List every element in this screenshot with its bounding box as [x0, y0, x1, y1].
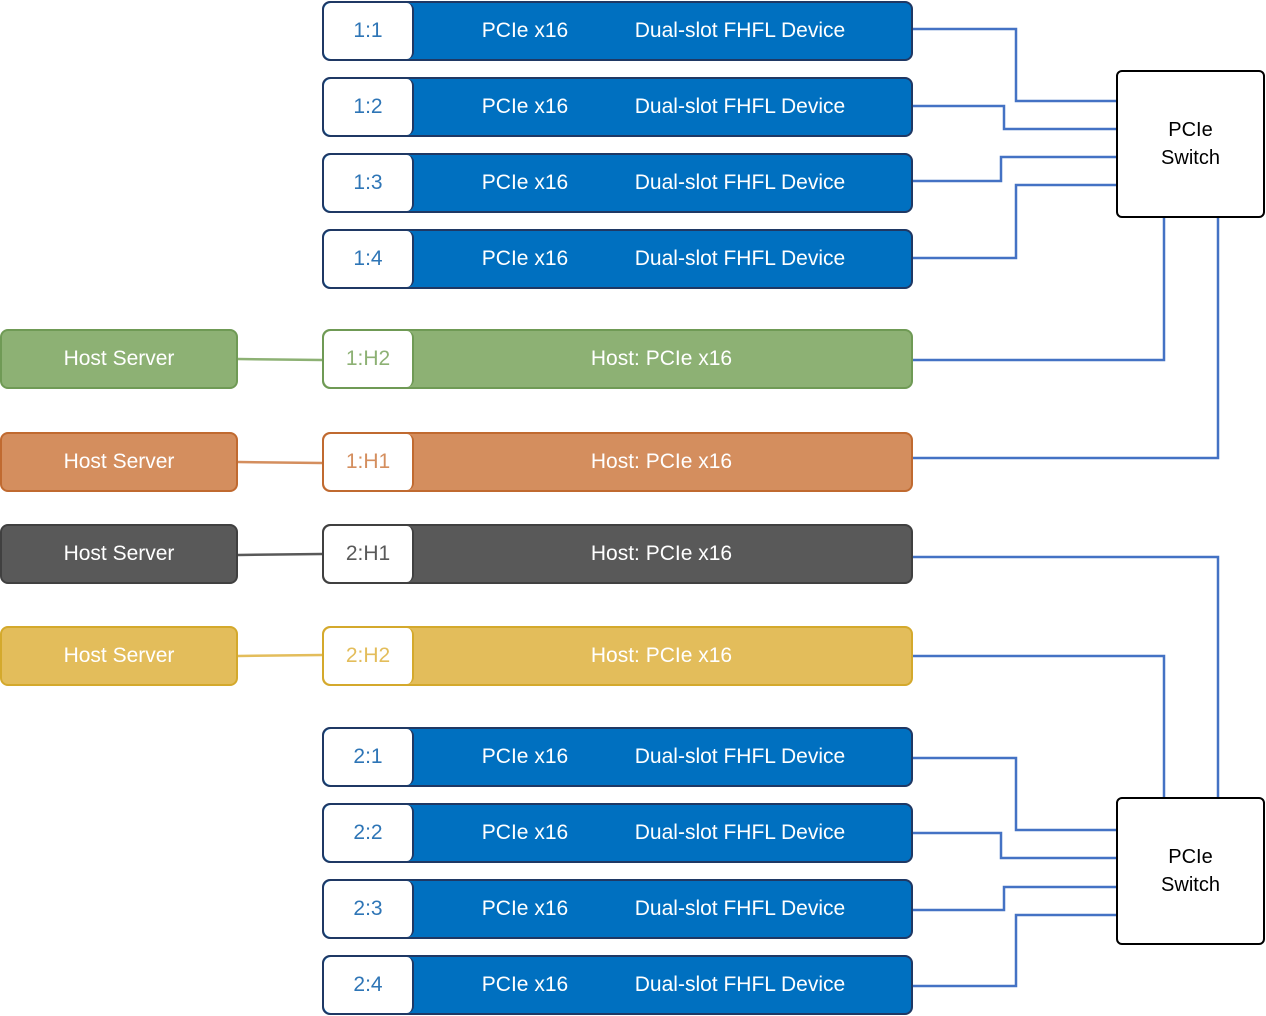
slot-id: 2:H2 — [324, 628, 414, 684]
device-label: Dual-slot FHFL Device — [634, 745, 846, 768]
device-label: Dual-slot FHFL Device — [634, 19, 846, 42]
wire-2-h2 — [913, 654, 1166, 797]
slot-id: 2:4 — [324, 957, 414, 1013]
wire-2-4 — [913, 913, 1116, 988]
wire-2-3 — [913, 885, 1116, 912]
host-link-label: Host: PCIe x16 — [590, 542, 733, 565]
wire-1-1 — [913, 27, 1116, 103]
device-label: Dual-slot FHFL Device — [634, 897, 846, 920]
device-label: Dual-slot FHFL Device — [634, 171, 846, 194]
wire-1-2 — [913, 104, 1116, 131]
slot-id: 1:4 — [324, 231, 414, 287]
device-label: Dual-slot FHFL Device — [634, 95, 846, 118]
bus-label: PCIe x16 — [481, 171, 569, 194]
host-link-label: Host: PCIe x16 — [590, 644, 733, 667]
pcie-switch-1: PCIe Switch — [1116, 70, 1265, 218]
slot-id: 1:H1 — [324, 434, 414, 490]
host-slot-2-h2: 2:H2 Host: PCIe x16 — [322, 626, 913, 686]
slot-id: 1:2 — [324, 79, 414, 135]
bus-label: PCIe x16 — [481, 95, 569, 118]
slot-id: 1:3 — [324, 155, 414, 211]
switch-label-line2: Switch — [1161, 874, 1220, 896]
device-label: Dual-slot FHFL Device — [634, 973, 846, 996]
device-label: Dual-slot FHFL Device — [634, 247, 846, 270]
slot-id: 1:1 — [324, 3, 414, 59]
device-slot-1-3: 1:3 PCIe x16 Dual-slot FHFL Device — [322, 153, 913, 213]
slot-id: 2:H1 — [324, 526, 414, 582]
wire-1-3 — [913, 155, 1116, 183]
host-link-2-h2 — [237, 653, 323, 658]
host-slot-1-h2: 1:H2 Host: PCIe x16 — [322, 329, 913, 389]
host-slot-2-h1: 2:H1 Host: PCIe x16 — [322, 524, 913, 584]
host-link-2-h1 — [237, 552, 323, 557]
slot-id: 2:2 — [324, 805, 414, 861]
wire-2-1 — [913, 756, 1116, 832]
host-server-1-h2: Host Server — [0, 329, 238, 389]
wire-1-4 — [913, 183, 1116, 260]
switch-label-line1: PCIe — [1168, 119, 1213, 141]
host-link-label: Host: PCIe x16 — [590, 347, 733, 370]
device-label: Dual-slot FHFL Device — [634, 821, 846, 844]
device-slot-2-4: 2:4 PCIe x16 Dual-slot FHFL Device — [322, 955, 913, 1015]
bus-label: PCIe x16 — [481, 897, 569, 920]
host-link-1-h2 — [237, 357, 323, 362]
bus-label: PCIe x16 — [481, 745, 569, 768]
host-link-label: Host: PCIe x16 — [590, 450, 733, 473]
host-server-1-h1: Host Server — [0, 432, 238, 492]
wire-1-h2 — [913, 218, 1166, 362]
slot-id: 1:H2 — [324, 331, 414, 387]
wire-1-h1 — [913, 218, 1220, 460]
slot-id: 2:3 — [324, 881, 414, 937]
wire-2-h1 — [913, 555, 1220, 797]
host-slot-1-h1: 1:H1 Host: PCIe x16 — [322, 432, 913, 492]
device-slot-1-4: 1:4 PCIe x16 Dual-slot FHFL Device — [322, 229, 913, 289]
device-slot-1-1: 1:1 PCIe x16 Dual-slot FHFL Device — [322, 1, 913, 61]
wire-2-2 — [913, 831, 1116, 860]
host-server-2-h1: Host Server — [0, 524, 238, 584]
switch-label-line2: Switch — [1161, 147, 1220, 169]
pcie-switch-2: PCIe Switch — [1116, 797, 1265, 945]
bus-label: PCIe x16 — [481, 19, 569, 42]
host-server-2-h2: Host Server — [0, 626, 238, 686]
host-link-1-h1 — [237, 460, 323, 465]
device-slot-1-2: 1:2 PCIe x16 Dual-slot FHFL Device — [322, 77, 913, 137]
device-slot-2-1: 2:1 PCIe x16 Dual-slot FHFL Device — [322, 727, 913, 787]
bus-label: PCIe x16 — [481, 247, 569, 270]
slot-id: 2:1 — [324, 729, 414, 785]
bus-label: PCIe x16 — [481, 821, 569, 844]
switch-label-line1: PCIe — [1168, 846, 1213, 868]
bus-label: PCIe x16 — [481, 973, 569, 996]
device-slot-2-3: 2:3 PCIe x16 Dual-slot FHFL Device — [322, 879, 913, 939]
device-slot-2-2: 2:2 PCIe x16 Dual-slot FHFL Device — [322, 803, 913, 863]
